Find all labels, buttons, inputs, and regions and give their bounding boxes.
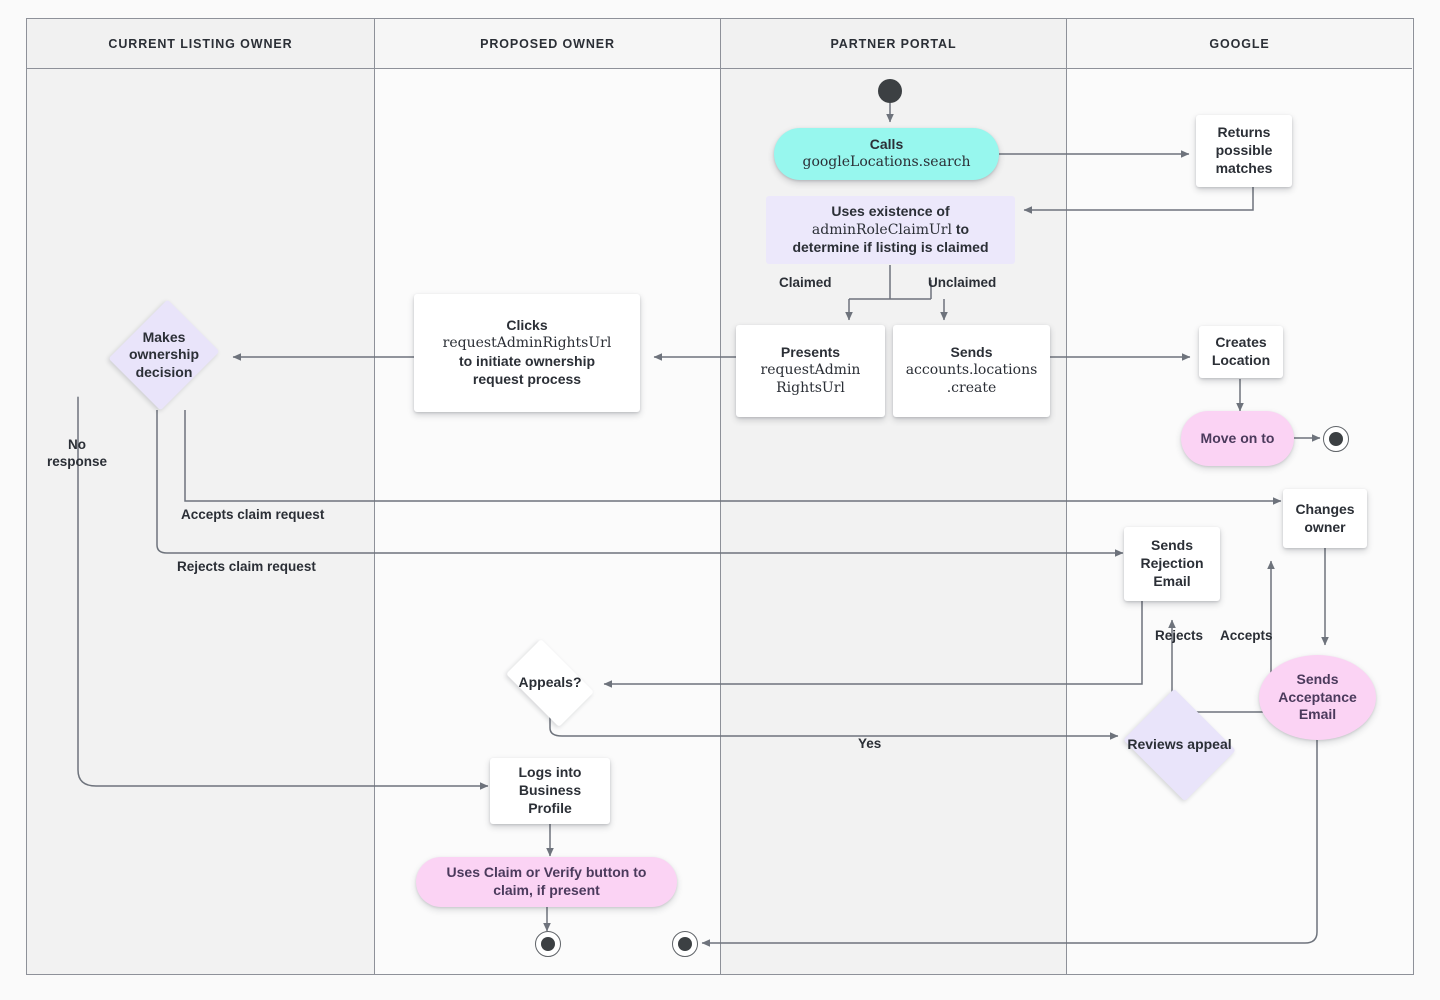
node-line-2: claim, if present: [493, 882, 600, 898]
edge-label-unclaimed: Unclaimed: [928, 275, 997, 290]
returns-possible-matches[interactable]: Returns possible matches: [1196, 115, 1292, 187]
node-line-4: request process: [472, 370, 582, 387]
node-line-1: Sends: [950, 344, 993, 361]
node-label: Makes ownership decision: [128, 328, 199, 380]
edge-returns-to-uses: [1023, 185, 1254, 214]
edge-appeals-yes-to-reviews: [549, 716, 1119, 740]
node-line-2-suffix: to: [951, 220, 970, 237]
node-label: Creates Location: [1211, 334, 1271, 368]
lane-title: GOOGLE: [1209, 36, 1270, 51]
node-line-3: to initiate ownership: [458, 353, 596, 369]
edge-label-claimed: Claimed: [779, 275, 832, 290]
node-label: Logs into Business Profile: [518, 764, 582, 816]
node-label: Sends Acceptance Email: [1278, 670, 1357, 723]
node-line-1: Uses existence of: [831, 202, 950, 219]
node-line-3: determine if listing is claimed: [792, 239, 989, 256]
uses-claim-or-verify-button[interactable]: Uses Claim or Verify button to claim, if…: [416, 857, 677, 907]
node-line-1: Clicks: [506, 317, 548, 334]
node-label: Move on to: [1200, 429, 1275, 446]
admin-role-claim-url-code: adminRoleClaimUrl: [811, 221, 952, 238]
node-label: Appeals?: [518, 674, 582, 691]
node-line-2: adminRoleClaimUrl to: [812, 221, 969, 240]
lane-title: CURRENT LISTING OWNER: [108, 36, 293, 51]
edge-label-rejects: Rejects: [1155, 628, 1204, 643]
node-line-3: .create: [946, 379, 997, 396]
node-label: Sends Rejection Email: [1140, 537, 1204, 589]
node-label: Returns possible matches: [1215, 124, 1273, 176]
node-line-3: RightsUrl: [776, 379, 845, 396]
edge-rejects-claim-request: [156, 410, 1124, 557]
node-label: Reviews appeal: [1127, 736, 1232, 753]
reviews-appeal[interactable]: Reviews appeal: [1118, 688, 1241, 802]
sends-accounts-locations-create[interactable]: Sends accounts.locations .create: [893, 325, 1050, 417]
makes-ownership-decision[interactable]: Makes ownership decision: [108, 296, 220, 414]
edge-no-response: [77, 396, 489, 790]
edge-label-rejects-claim-request: Rejects claim request: [177, 559, 316, 574]
logs-into-business-profile[interactable]: Logs into Business Profile: [490, 758, 610, 824]
creates-location[interactable]: Creates Location: [1199, 326, 1283, 378]
node-line-2: requestAdmin: [760, 362, 861, 379]
edge-rejection-to-appeals: [603, 601, 1143, 688]
node-line-1: Presents: [780, 344, 841, 361]
calls-google-locations-search[interactable]: Calls googleLocations.search: [774, 128, 999, 180]
lane-current-listing-owner: CURRENT LISTING OWNER: [27, 19, 374, 974]
end-node-partner-portal: [672, 931, 698, 957]
edge-acceptance-to-end-partner: [701, 731, 1318, 947]
lane-title: PARTNER PORTAL: [830, 36, 957, 51]
edge-label-accepts: Accepts: [1220, 628, 1273, 643]
node-line-1: Uses Claim or Verify button to: [446, 864, 647, 881]
lane-header-current-listing-owner: CURRENT LISTING OWNER: [27, 19, 374, 69]
node-line-1: Calls: [869, 136, 904, 153]
end-node-inner: [678, 937, 692, 951]
sends-acceptance-email[interactable]: Sends Acceptance Email: [1259, 655, 1376, 740]
end-node-inner: [541, 937, 555, 951]
node-line-2: googleLocations.search: [802, 154, 971, 170]
start-node: [878, 79, 902, 103]
lane-title: PROPOSED OWNER: [480, 36, 615, 51]
sends-rejection-email[interactable]: Sends Rejection Email: [1124, 527, 1220, 601]
clicks-request-admin-rights-url[interactable]: Clicks requestAdminRightsUrl to initiate…: [414, 294, 640, 412]
node-label: Changes owner: [1295, 500, 1355, 535]
edge-label-yes: Yes: [858, 736, 882, 751]
edge-label-no-response: No response: [46, 437, 108, 469]
end-node-proposed-owner: [535, 931, 561, 957]
lane-header-partner-portal: PARTNER PORTAL: [721, 19, 1066, 69]
appeals-decision[interactable]: Appeals?: [497, 639, 603, 727]
changes-owner[interactable]: Changes owner: [1283, 489, 1367, 548]
end-node-inner: [1329, 432, 1343, 446]
lane-header-proposed-owner: PROPOSED OWNER: [375, 19, 720, 69]
end-node-google: [1323, 426, 1349, 452]
move-on-to[interactable]: Move on to: [1181, 411, 1294, 466]
node-line-2: accounts.locations: [905, 362, 1038, 379]
edge-label-accepts-claim-request: Accepts claim request: [181, 507, 325, 522]
node-line-2: requestAdminRightsUrl: [442, 335, 612, 352]
edge-accepts-claim-request: [184, 410, 1282, 505]
lane-header-google: GOOGLE: [1067, 19, 1412, 69]
presents-request-admin-rights-url[interactable]: Presents requestAdmin RightsUrl: [736, 325, 885, 417]
uses-existence-of-admin-role-claim-url: Uses existence of adminRoleClaimUrl to d…: [766, 196, 1015, 264]
